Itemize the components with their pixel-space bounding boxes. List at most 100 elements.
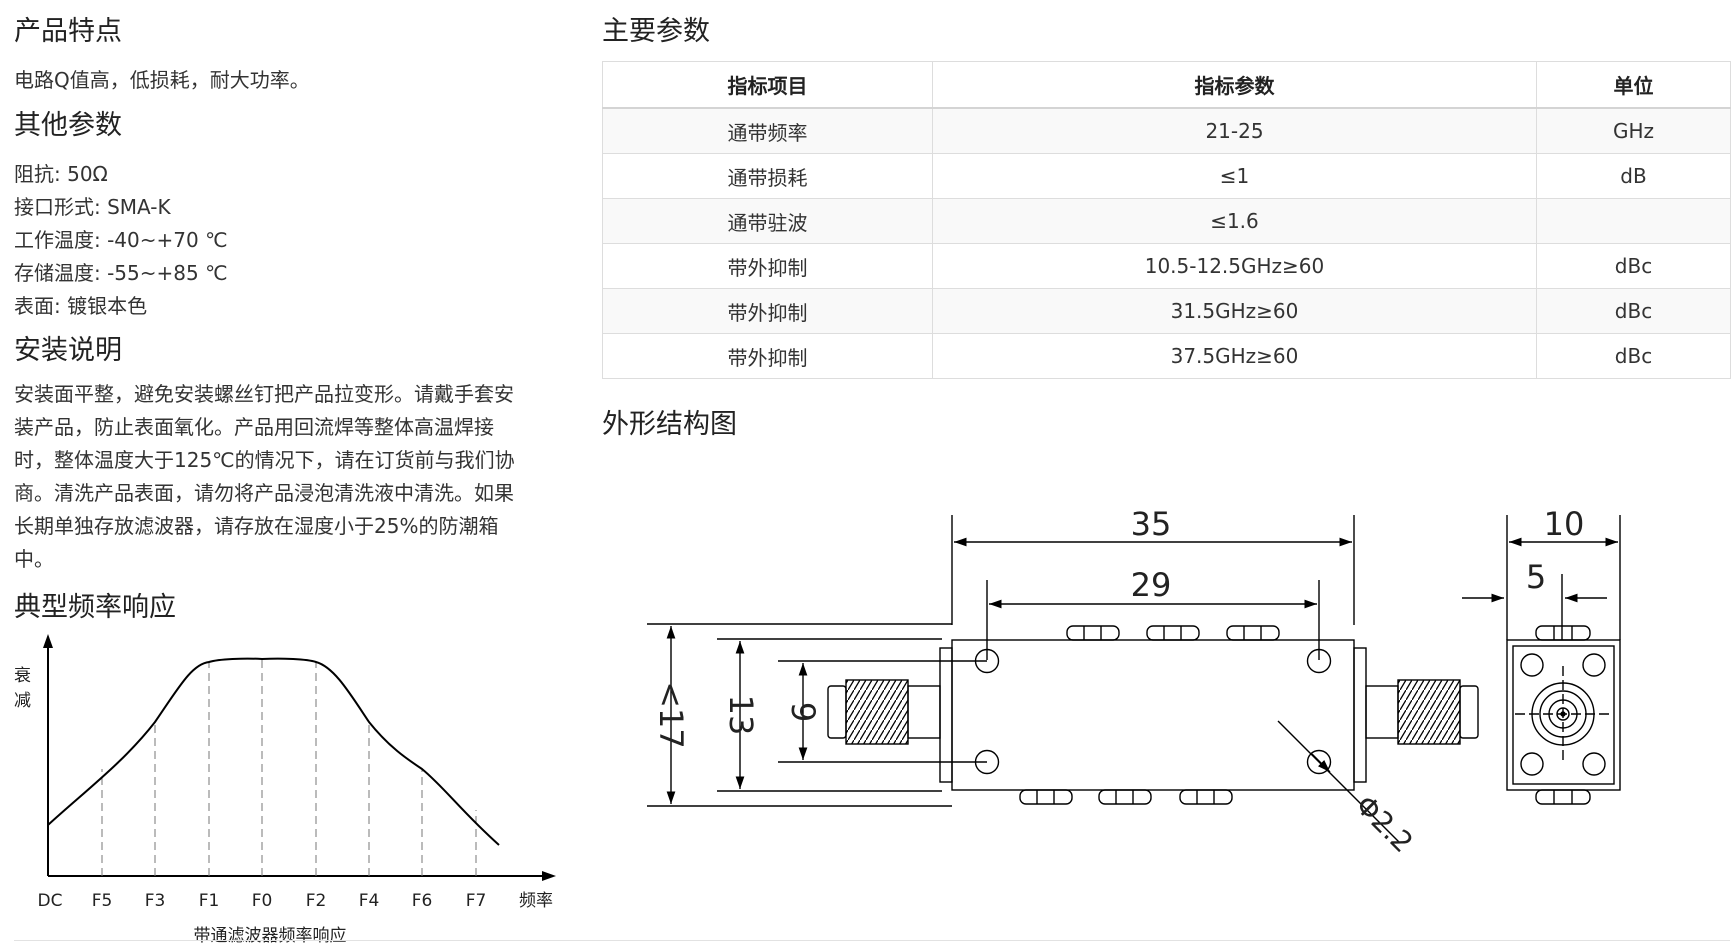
- tick-guides: [101, 659, 477, 876]
- cell-unit: dBc: [1536, 288, 1731, 334]
- side-hole: [1582, 752, 1606, 776]
- table-row: 带外抑制 31.5GHz≥60 dBc: [602, 288, 1731, 334]
- dim-5-label: 5: [1526, 558, 1546, 596]
- x-tick-f7: F7: [466, 891, 487, 911]
- tuning-screw: [1179, 789, 1233, 805]
- side-view: [1462, 515, 1621, 805]
- cell-value: 21-25: [932, 107, 1537, 154]
- front-view: [647, 515, 1479, 844]
- dim-29-label: 29: [1131, 566, 1172, 604]
- x-tick-dc: DC: [38, 891, 63, 911]
- side-hole: [1520, 653, 1544, 677]
- response-caption: 带通滤波器频率响应: [194, 926, 347, 943]
- tuning-screw: [1066, 625, 1120, 641]
- mount-hole: [974, 749, 1000, 775]
- x-tick-f1: F1: [199, 891, 220, 911]
- operating-temp-item: 工作温度: -40~+70 ℃: [14, 228, 228, 252]
- table-row: 带外抑制 10.5-12.5GHz≥60 dBc: [602, 243, 1731, 289]
- cell-value: 31.5GHz≥60: [932, 288, 1537, 334]
- cell-value: 37.5GHz≥60: [932, 333, 1537, 379]
- x-tick-f3: F3: [145, 891, 166, 911]
- sma-connector-right: [1365, 679, 1479, 745]
- install-line: 长期单独存放滤波器，请存放在湿度小于25%的防潮箱: [14, 514, 499, 538]
- side-body-inner: [1512, 645, 1615, 785]
- mount-hole: [1306, 648, 1332, 674]
- dim-35-label: 35: [1131, 505, 1172, 543]
- mount-hole: [974, 648, 1000, 674]
- cell-value: 10.5-12.5GHz≥60: [932, 243, 1537, 289]
- side-hole: [1582, 653, 1606, 677]
- cell-unit: dBc: [1536, 243, 1731, 289]
- x-tick-f6: F6: [412, 891, 433, 911]
- cell-unit: dB: [1536, 153, 1731, 199]
- install-line: 商。清洗产品表面，请勿将产品浸泡清洗液中清洗。如果: [14, 481, 514, 505]
- cell-item: 带外抑制: [602, 333, 933, 379]
- install-line: 中。: [14, 547, 54, 571]
- tuning-screw: [1019, 789, 1073, 805]
- features-title: 产品特点: [14, 16, 122, 47]
- side-hole: [1520, 752, 1544, 776]
- cell-value: ≤1: [932, 153, 1537, 199]
- cell-value: ≤1.6: [932, 198, 1537, 244]
- outline-drawing: 35 29 <17 13 9 Φ2.2: [647, 505, 1621, 859]
- storage-temp-item: 存储温度: -55~+85 ℃: [14, 261, 228, 285]
- cell-item: 通带驻波: [602, 198, 933, 244]
- surface-item: 表面: 镀银本色: [14, 294, 148, 318]
- x-tick-f4: F4: [359, 891, 380, 911]
- cell-unit: GHz: [1536, 107, 1731, 154]
- cell-item: 带外抑制: [602, 243, 933, 289]
- outline-title: 外形结构图: [602, 409, 737, 440]
- mount-hole: [1306, 749, 1332, 775]
- cell-unit: [1536, 198, 1731, 244]
- params-title: 主要参数: [602, 16, 710, 47]
- table-row: 带外抑制 37.5GHz≥60 dBc: [602, 333, 1731, 379]
- x-tick-labels: DC F5 F3 F1 F0 F2 F4 F6 F7 频率: [38, 891, 553, 911]
- params-table: 指标项目 指标参数 单位 通带频率 21-25 GHz 通带损耗 ≤1 dB 通…: [602, 61, 1731, 379]
- install-line: 时，整体温度大于125℃的情况下，请在订货前与我们协: [14, 448, 515, 472]
- header-unit: 单位: [1536, 61, 1731, 109]
- tuning-screw: [1146, 625, 1200, 641]
- dim-13-label: 13: [722, 695, 760, 736]
- dia-leader: [1277, 720, 1401, 844]
- x-tick-f5: F5: [92, 891, 113, 911]
- cell-item: 通带频率: [602, 107, 933, 154]
- table-row: 通带损耗 ≤1 dB: [602, 153, 1731, 199]
- dim-10-label: 10: [1544, 505, 1585, 543]
- dim-9-label: 9: [784, 702, 822, 722]
- tuning-screw: [1098, 789, 1152, 805]
- tuning-screws-top: [1066, 625, 1280, 641]
- side-screw-top: [1535, 625, 1591, 641]
- impedance-item: 阻抗: 50Ω: [14, 162, 108, 186]
- table-row: 通带频率 21-25 GHz: [602, 107, 1731, 154]
- cell-unit: dBc: [1536, 333, 1731, 379]
- x-tick-f2: F2: [306, 891, 327, 911]
- x-tick-f0: F0: [252, 891, 273, 911]
- other-params-title: 其他参数: [14, 110, 122, 141]
- tuning-screw: [1226, 625, 1280, 641]
- response-curve: [47, 657, 500, 846]
- install-title: 安装说明: [14, 335, 122, 366]
- body-right-flange: [1353, 647, 1367, 783]
- install-line: 安装面平整，避免安装螺丝钉把产品拉变形。请戴手套安: [14, 382, 514, 406]
- dia-leader-arrow: [1311, 753, 1331, 773]
- table-row: 通带驻波 ≤1.6: [602, 198, 1731, 244]
- install-line: 装产品，防止表面氧化。产品用回流焊等整体高温焊接: [14, 415, 494, 439]
- side-dimension-labels: 10 5: [1526, 505, 1585, 596]
- sma-connector-left: [827, 679, 941, 745]
- y-axis-label-1: 衰: [14, 666, 31, 686]
- features-text: 电路Q值高，低损耗，耐大功率。: [14, 68, 310, 92]
- x-axis-label: 频率: [519, 891, 553, 911]
- bottom-divider: [14, 940, 1730, 941]
- cell-item: 通带损耗: [602, 153, 933, 199]
- filter-body: [951, 639, 1355, 791]
- y-axis-arrow: [43, 634, 53, 648]
- side-screw-bottom: [1535, 789, 1591, 805]
- header-value: 指标参数: [932, 61, 1537, 109]
- tuning-screws-bottom: [1019, 789, 1233, 805]
- table-header-row: 指标项目 指标参数 单位: [602, 61, 1731, 109]
- install-text: 安装面平整，避免安装螺丝钉把产品拉变形。请戴手套安 装产品，防止表面氧化。产品用…: [14, 378, 544, 576]
- frequency-response-diagram: 衰 减 DC F5 F3 F1 F0 F2 F4 F6 F7 频率 带通滤波器频…: [14, 634, 556, 943]
- y-axis-label-2: 减: [14, 691, 31, 711]
- response-title: 典型频率响应: [14, 592, 176, 623]
- header-item: 指标项目: [602, 61, 933, 109]
